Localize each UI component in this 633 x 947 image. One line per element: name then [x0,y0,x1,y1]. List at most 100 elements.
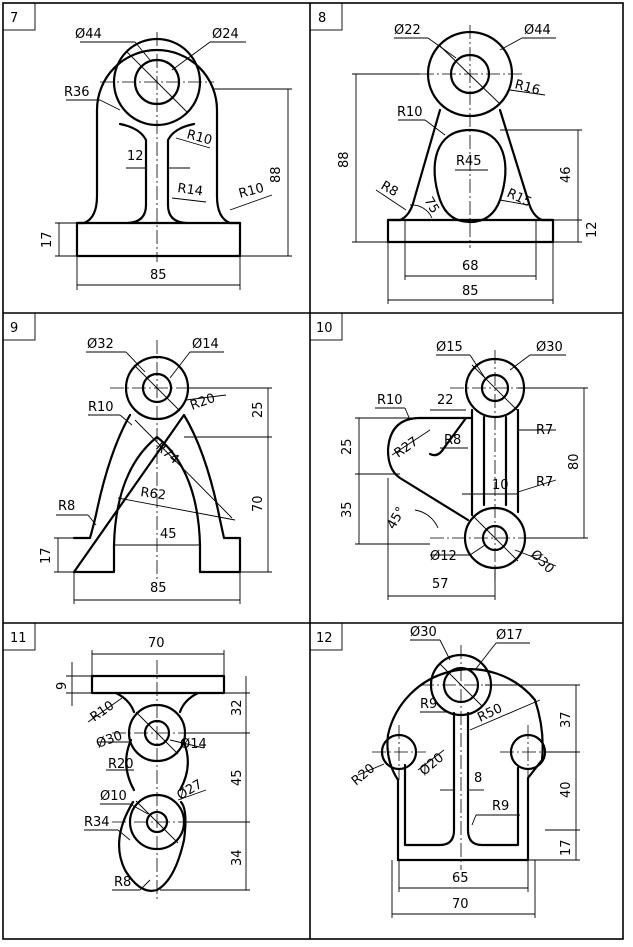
slot-outline [403,711,520,847]
panel-number: 10 [316,321,333,336]
dim-17: 17 [39,547,54,564]
panel-number: 12 [316,631,333,646]
panel-8: 8 Ø22 Ø44 R16 R10 88 R45 46 R8 75 R15 [309,2,600,304]
dim-r34: R34 [84,815,110,830]
dim-80: 80 [567,453,582,470]
panel-number: 7 [10,11,18,26]
dim-65: 65 [452,871,469,886]
web-slot [118,122,196,225]
dim-angle-75: 75 [421,195,442,217]
rib-outline [470,408,520,517]
dim-r10-lower: R10 [237,181,266,202]
dim-57: 57 [432,577,449,592]
dim-r20: R20 [108,757,134,772]
dim-phi27: Ø27 [175,777,206,803]
dim-phi10: Ø10 [100,789,127,804]
dim-phi24: Ø24 [212,27,239,42]
dim-phi30-lower: Ø30 [527,547,557,577]
dim-12: 12 [585,221,600,238]
dim-phi12: Ø12 [430,549,457,564]
dim-phi22: Ø22 [394,23,421,38]
dim-r14: R14 [176,181,203,199]
dim-phi15: Ø15 [436,340,463,355]
dim-88: 88 [337,151,352,168]
part-outline [75,221,242,258]
panel-number-box [2,622,36,651]
panel-12: 12 Ø30 Ø17 R9 R50 37 Ø20 R20 8 40 [309,622,580,918]
dim-r16: R16 [513,77,542,98]
panel-10: 10 Ø15 Ø30 R10 22 R7 25 R27 R27 R8 [309,312,588,600]
dim-r45: R45 [456,154,482,169]
lightening-hole [433,128,507,224]
panel-9: 9 Ø32 Ø14 R10 R20 25 R74 R62 70 R8 45 [2,312,272,604]
dim-25: 25 [340,438,355,455]
base-plate [386,218,555,244]
dim-70: 70 [148,636,165,651]
dim-r10: R10 [88,698,118,725]
panel-number-box [2,312,36,341]
dim-r9-upper: R9 [420,697,437,712]
dim-r10-upper: R10 [185,127,214,148]
dim-phi32: Ø32 [87,337,114,352]
dim-85: 85 [462,284,479,299]
dim-45: 45 [160,527,177,542]
dim-r36: R36 [64,85,90,100]
panel-number: 11 [10,631,27,646]
dim-32: 32 [230,699,245,716]
dim-37: 37 [559,711,574,728]
panel-number-box [2,2,36,31]
part-body [75,48,242,225]
dim-phi44: Ø44 [524,23,551,38]
dim-r62: R62 [139,485,166,503]
dim-phi20: Ø20 [417,750,447,779]
top-bar [90,674,226,695]
dim-phi14: Ø14 [180,737,207,752]
dim-r20: R20 [188,391,217,414]
dim-r20: R20 [349,761,378,789]
dim-68: 68 [462,259,479,274]
panel-11: 11 70 9 R10 32 Ø30 Ø14 R20 45 [2,622,250,900]
dim-r50: R50 [475,701,505,725]
panel-number-box [309,312,343,341]
panel-number: 9 [10,321,18,336]
dim-45: 45 [230,769,245,786]
dim-r7-lower: R7 [536,475,553,490]
dim-r8: R8 [444,433,461,448]
part-body [72,413,242,574]
leader [126,51,188,113]
dim-88: 88 [269,166,284,183]
dim-r8: R8 [58,499,75,514]
dim-r10: R10 [377,393,403,408]
dim-70: 70 [251,495,266,512]
dim-25: 25 [251,401,266,418]
dim-22: 22 [437,393,454,408]
dim-40: 40 [559,781,574,798]
dim-34: 34 [230,849,245,866]
panel-number: 8 [318,11,326,26]
dim-r10: R10 [88,400,114,415]
dim-phi30: Ø30 [410,625,437,640]
dim-phi30: Ø30 [536,340,563,355]
panel-number-box [309,622,343,651]
dim-85: 85 [150,268,167,283]
dim-35: 35 [340,501,355,518]
panel-7: 7 Ø44 Ø24 R36 R10 12 R14 R10 88 17 [2,2,292,290]
dim-10: 10 [492,478,509,493]
dim-r10: R10 [397,105,423,120]
dim-70: 70 [452,897,469,912]
dim-phi44: Ø44 [75,27,102,42]
dim-85: 85 [150,581,167,596]
dim-46: 46 [559,166,574,183]
dim-17: 17 [40,231,55,248]
dim-phi14: Ø14 [192,337,219,352]
part-body [114,691,200,892]
dim-9: 9 [55,682,70,690]
dim-17: 17 [559,839,574,856]
dim-r9-lower: R9 [492,799,509,814]
part-body [386,668,544,862]
dim-r8: R8 [378,178,400,200]
panel-number-box [309,2,343,31]
dim-phi17: Ø17 [496,628,523,643]
dim-r7-upper: R7 [536,423,553,438]
